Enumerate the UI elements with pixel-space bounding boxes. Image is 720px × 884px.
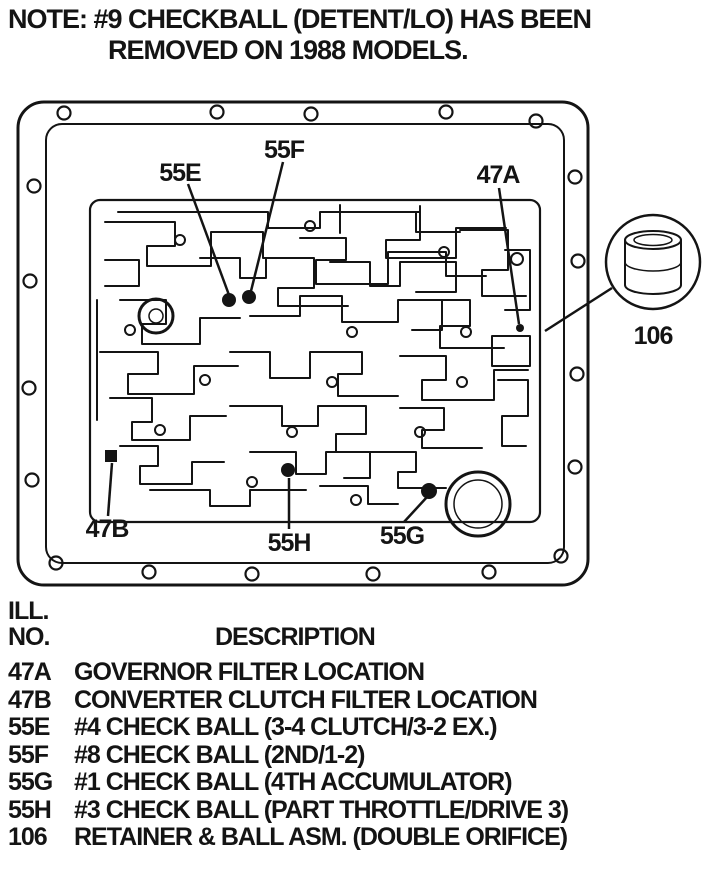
leader-lines bbox=[106, 161, 613, 529]
legend-row-description: #1 CHECK BALL (4TH ACCUMULATOR) bbox=[74, 768, 513, 796]
check-ball-55h-marker bbox=[281, 463, 295, 477]
legend-row-no: 55E bbox=[8, 713, 50, 741]
callout-55g: 55G bbox=[380, 522, 424, 550]
retainer-ball-detail bbox=[604, 213, 702, 311]
legend-row-no: 55H bbox=[8, 795, 52, 824]
legend-row: 55F #8 CHECK BALL (2ND/1-2) bbox=[8, 740, 568, 770]
legend-row-no: 47B bbox=[8, 685, 52, 714]
legend-row-no: 106 bbox=[8, 823, 48, 851]
note-line-2: REMOVED ON 1988 MODELS. bbox=[108, 35, 469, 65]
legend-row-description: GOVERNOR FILTER LOCATION bbox=[74, 658, 425, 686]
legend-row: 55H #3 CHECK BALL (PART THROTTLE/DRIVE 3… bbox=[8, 795, 569, 825]
converter-clutch-filter-marker bbox=[105, 450, 117, 462]
callout-106: 106 bbox=[634, 322, 673, 350]
check-ball-55g-marker bbox=[421, 483, 437, 499]
legend-row: 106 RETAINER & BALL ASM. (DOUBLE ORIFICE… bbox=[8, 823, 568, 852]
governor-filter-marker bbox=[516, 324, 524, 332]
legend-row-description: #3 CHECK BALL (PART THROTTLE/DRIVE 3) bbox=[74, 795, 569, 824]
legend-row: 55G #1 CHECK BALL (4TH ACCUMULATOR) bbox=[8, 768, 568, 797]
legend-row: 55E #4 CHECK BALL (3-4 CLUTCH/3-2 EX.) bbox=[8, 713, 568, 742]
legend-row-no: 55G bbox=[8, 768, 53, 796]
callout-55f: 55F bbox=[264, 136, 305, 164]
bolt-holes bbox=[21, 104, 586, 582]
legend-row-description: CONVERTER CLUTCH FILTER LOCATION bbox=[74, 685, 538, 714]
legend-row-no: 47A bbox=[8, 658, 52, 686]
pan-flange-outline bbox=[45, 123, 565, 564]
callout-55e: 55E bbox=[159, 159, 201, 187]
legend-table: ILL. NO. DESCRIPTION 47A GOVERNOR FILTER… bbox=[8, 597, 569, 852]
legend-row-description: #8 CHECK BALL (2ND/1-2) bbox=[74, 740, 365, 769]
callout-47b: 47B bbox=[86, 515, 129, 543]
legend-row-no: 55F bbox=[8, 740, 49, 769]
legend-col-description: DESCRIPTION bbox=[215, 623, 376, 651]
check-ball-55f-marker bbox=[242, 290, 256, 304]
legend-row: 47A GOVERNOR FILTER LOCATION bbox=[8, 658, 568, 687]
legend-col-no: NO. bbox=[8, 623, 50, 651]
fluid-passages bbox=[96, 204, 531, 507]
callout-55h: 55H bbox=[268, 529, 311, 557]
valve-bores bbox=[137, 297, 512, 538]
legend-row-description: RETAINER & BALL ASM. (DOUBLE ORIFICE) bbox=[74, 823, 568, 851]
note-text: NOTE: #9 CHECKBALL (DETENT/LO) HAS BEEN … bbox=[8, 4, 592, 66]
pan-gasket-outline bbox=[16, 100, 590, 587]
check-ball-55e-marker bbox=[222, 293, 236, 307]
legend-row-description: #4 CHECK BALL (3-4 CLUTCH/3-2 EX.) bbox=[74, 713, 498, 741]
valve-body-plate-outline bbox=[88, 198, 542, 524]
note-line-1: NOTE: #9 CHECKBALL (DETENT/LO) HAS BEEN bbox=[8, 4, 592, 34]
legend-col-ill: ILL. bbox=[8, 597, 49, 625]
legend-header-row: NO. DESCRIPTION bbox=[8, 624, 568, 650]
callout-47a: 47A bbox=[477, 161, 521, 189]
legend-row: 47B CONVERTER CLUTCH FILTER LOCATION bbox=[8, 685, 568, 715]
